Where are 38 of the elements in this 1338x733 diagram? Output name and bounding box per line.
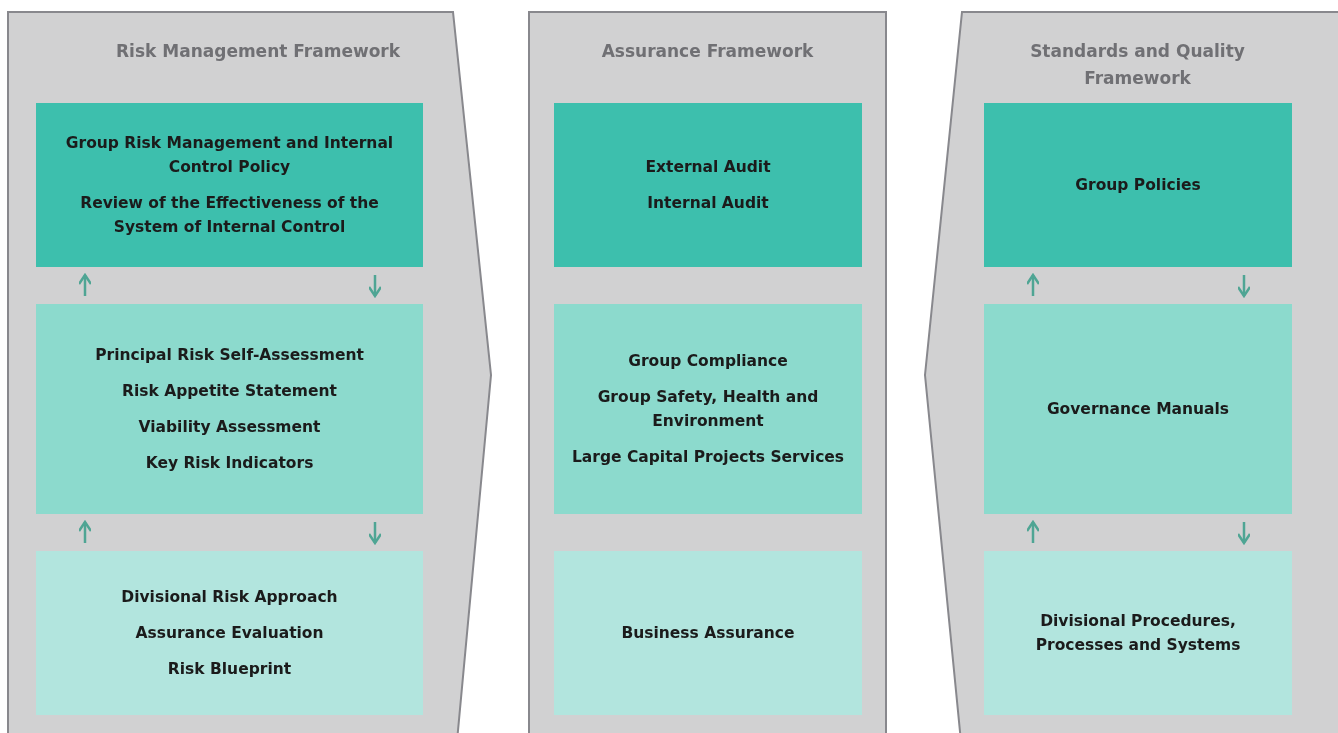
panel-heading: Standards and Quality Framework (1029, 40, 1246, 90)
box-text: Group Safety, Health and Environment (596, 387, 820, 432)
framework-box (984, 103, 1292, 267)
box-text: Viability Assessment (138, 417, 321, 438)
box-text: Principal Risk Self-Assessment (95, 345, 364, 366)
framework-box (554, 304, 862, 514)
framework-box (984, 551, 1292, 715)
box-text: Assurance Evaluation (135, 623, 324, 644)
arrow (77, 520, 93, 543)
arrow (1236, 275, 1252, 298)
box-text: Group Compliance (628, 351, 788, 372)
framework-box (554, 551, 862, 715)
box-text: Governance Manuals (1046, 399, 1230, 420)
box-text: Risk Appetite Statement (122, 381, 337, 402)
box-text: External Audit (645, 157, 771, 178)
box-text: Internal Audit (647, 193, 769, 214)
arrow (367, 522, 383, 545)
box-text: Risk Blueprint (167, 659, 292, 680)
box-text: Group Risk Management and Internal Control Policy (64, 133, 395, 178)
box-text: Large Capital Projects Services (571, 447, 845, 468)
arrow (1236, 522, 1252, 545)
box-text: Divisional Procedures, Processes and Systems (1034, 611, 1242, 656)
framework-box (984, 304, 1292, 514)
framework-box (36, 103, 423, 267)
panel-heading: Assurance Framework (600, 40, 815, 63)
box-text: Group Policies (1075, 175, 1201, 196)
box-text: Review of the Effectiveness of the System of Internal Control (79, 193, 380, 238)
panel-heading: Risk Management Framework (115, 40, 401, 63)
arrow (367, 275, 383, 298)
framework-box (36, 304, 423, 514)
arrow (1025, 273, 1041, 296)
box-text: Divisional Risk Approach (121, 587, 338, 608)
box-text: Key Risk Indicators (145, 453, 314, 474)
arrow (1025, 520, 1041, 543)
framework-box (554, 103, 862, 267)
arrow (77, 273, 93, 296)
framework-box (36, 551, 423, 715)
box-text: Business Assurance (621, 623, 795, 644)
